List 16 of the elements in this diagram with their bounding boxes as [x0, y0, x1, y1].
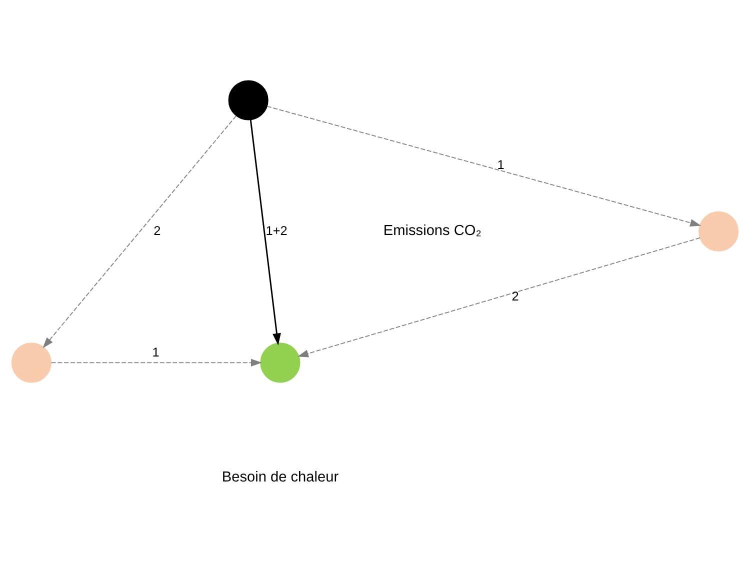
node-circle: [260, 342, 300, 382]
arrow: [42, 114, 236, 348]
edge-label: 1+2: [266, 222, 288, 238]
node-circle: [228, 80, 268, 120]
edge-label: 2: [512, 288, 519, 303]
node-circle: [698, 210, 739, 251]
label: Emissions CO₂: [383, 222, 482, 238]
edge-label: 1: [152, 344, 160, 359]
edge-label: 2: [154, 222, 161, 238]
arrow: [297, 236, 700, 357]
label: Besoin de chaleur: [222, 468, 339, 485]
edge-label: 1: [497, 156, 504, 172]
arrow: [250, 119, 281, 345]
arrow: [50, 358, 262, 366]
arrow: [266, 105, 702, 226]
node-circle: [11, 342, 52, 382]
